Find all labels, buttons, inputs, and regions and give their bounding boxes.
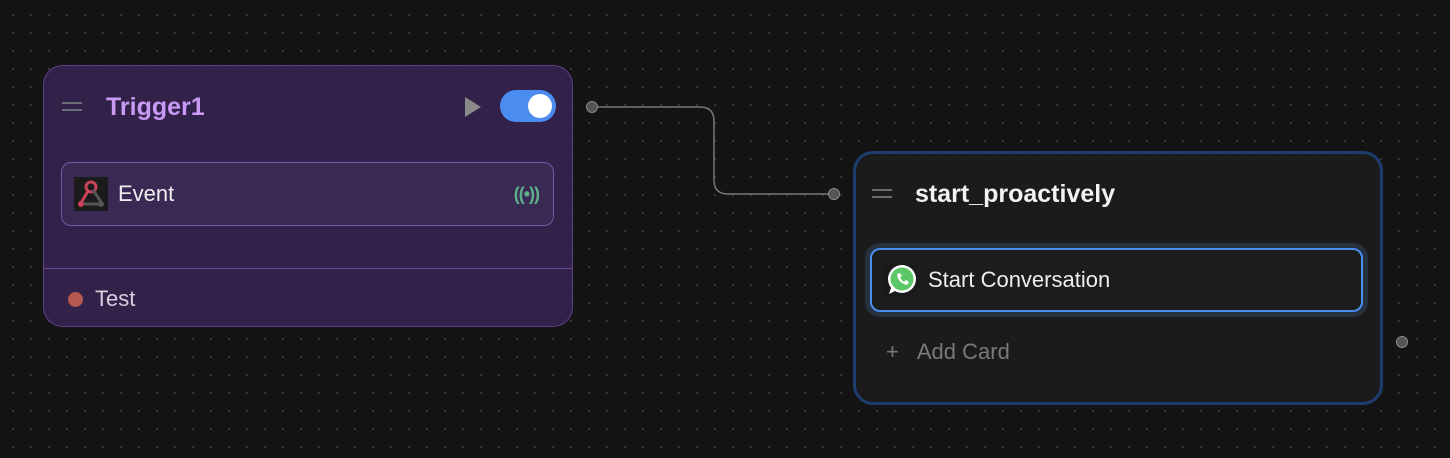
- flow-output-handle[interactable]: [1396, 336, 1408, 348]
- plus-icon: +: [886, 339, 899, 364]
- node-title: start_proactively: [915, 180, 1116, 208]
- trigger-node[interactable]: Trigger1 Event ((•)) Test: [43, 65, 573, 327]
- whatsapp-icon: [884, 263, 918, 297]
- status-dot: [68, 292, 83, 307]
- event-card-label: Event: [118, 181, 175, 206]
- divider: [44, 268, 572, 269]
- add-card-label: Add Card: [916, 339, 1010, 364]
- drag-handle-icon[interactable]: [872, 189, 892, 198]
- trigger-output-handle[interactable]: [586, 101, 598, 113]
- node-title: Trigger1: [106, 93, 205, 121]
- flow-input-handle[interactable]: [828, 188, 840, 200]
- event-card[interactable]: Event ((•)): [61, 162, 554, 226]
- drag-handle-icon[interactable]: [62, 102, 82, 111]
- webhook-icon: [74, 177, 108, 211]
- start-conversation-label: Start Conversation: [928, 267, 1111, 292]
- enable-toggle[interactable]: [500, 90, 556, 122]
- play-icon[interactable]: [465, 97, 481, 117]
- broadcast-icon: ((•)): [513, 183, 540, 204]
- test-label[interactable]: Test: [95, 286, 136, 311]
- flow-node[interactable]: start_proactively Start Conversation + A…: [853, 151, 1383, 405]
- add-card-button[interactable]: + Add Card: [886, 339, 1010, 365]
- start-conversation-card[interactable]: Start Conversation: [870, 248, 1363, 312]
